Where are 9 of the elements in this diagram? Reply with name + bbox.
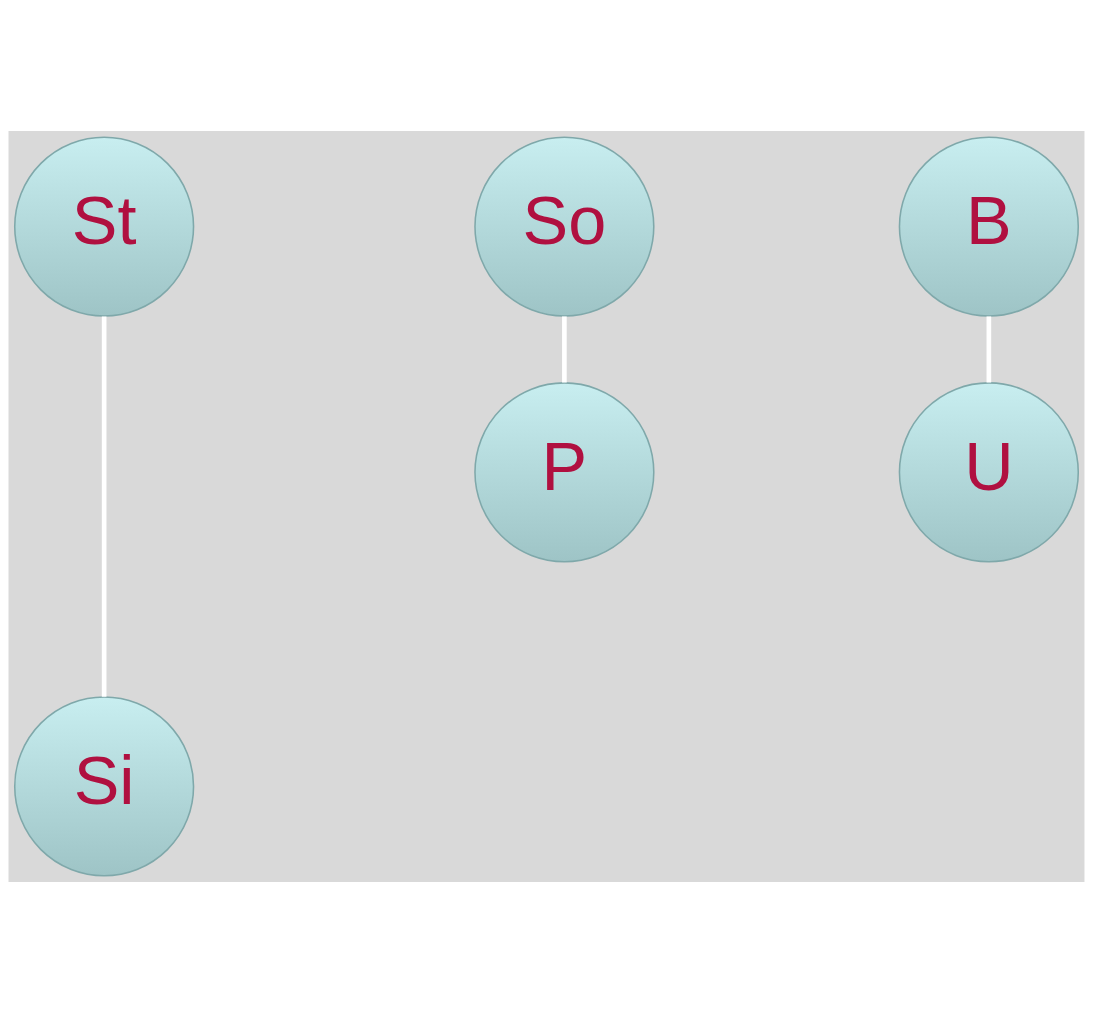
node-circle: So (474, 136, 655, 317)
node-circle: St (13, 136, 195, 317)
connector (101, 316, 107, 697)
node-circle: U (898, 382, 1080, 563)
node-circle: B (898, 136, 1080, 317)
connector (562, 316, 567, 383)
node-circle: P (474, 382, 655, 563)
node-circle: Si (13, 696, 195, 877)
connector (986, 316, 992, 383)
